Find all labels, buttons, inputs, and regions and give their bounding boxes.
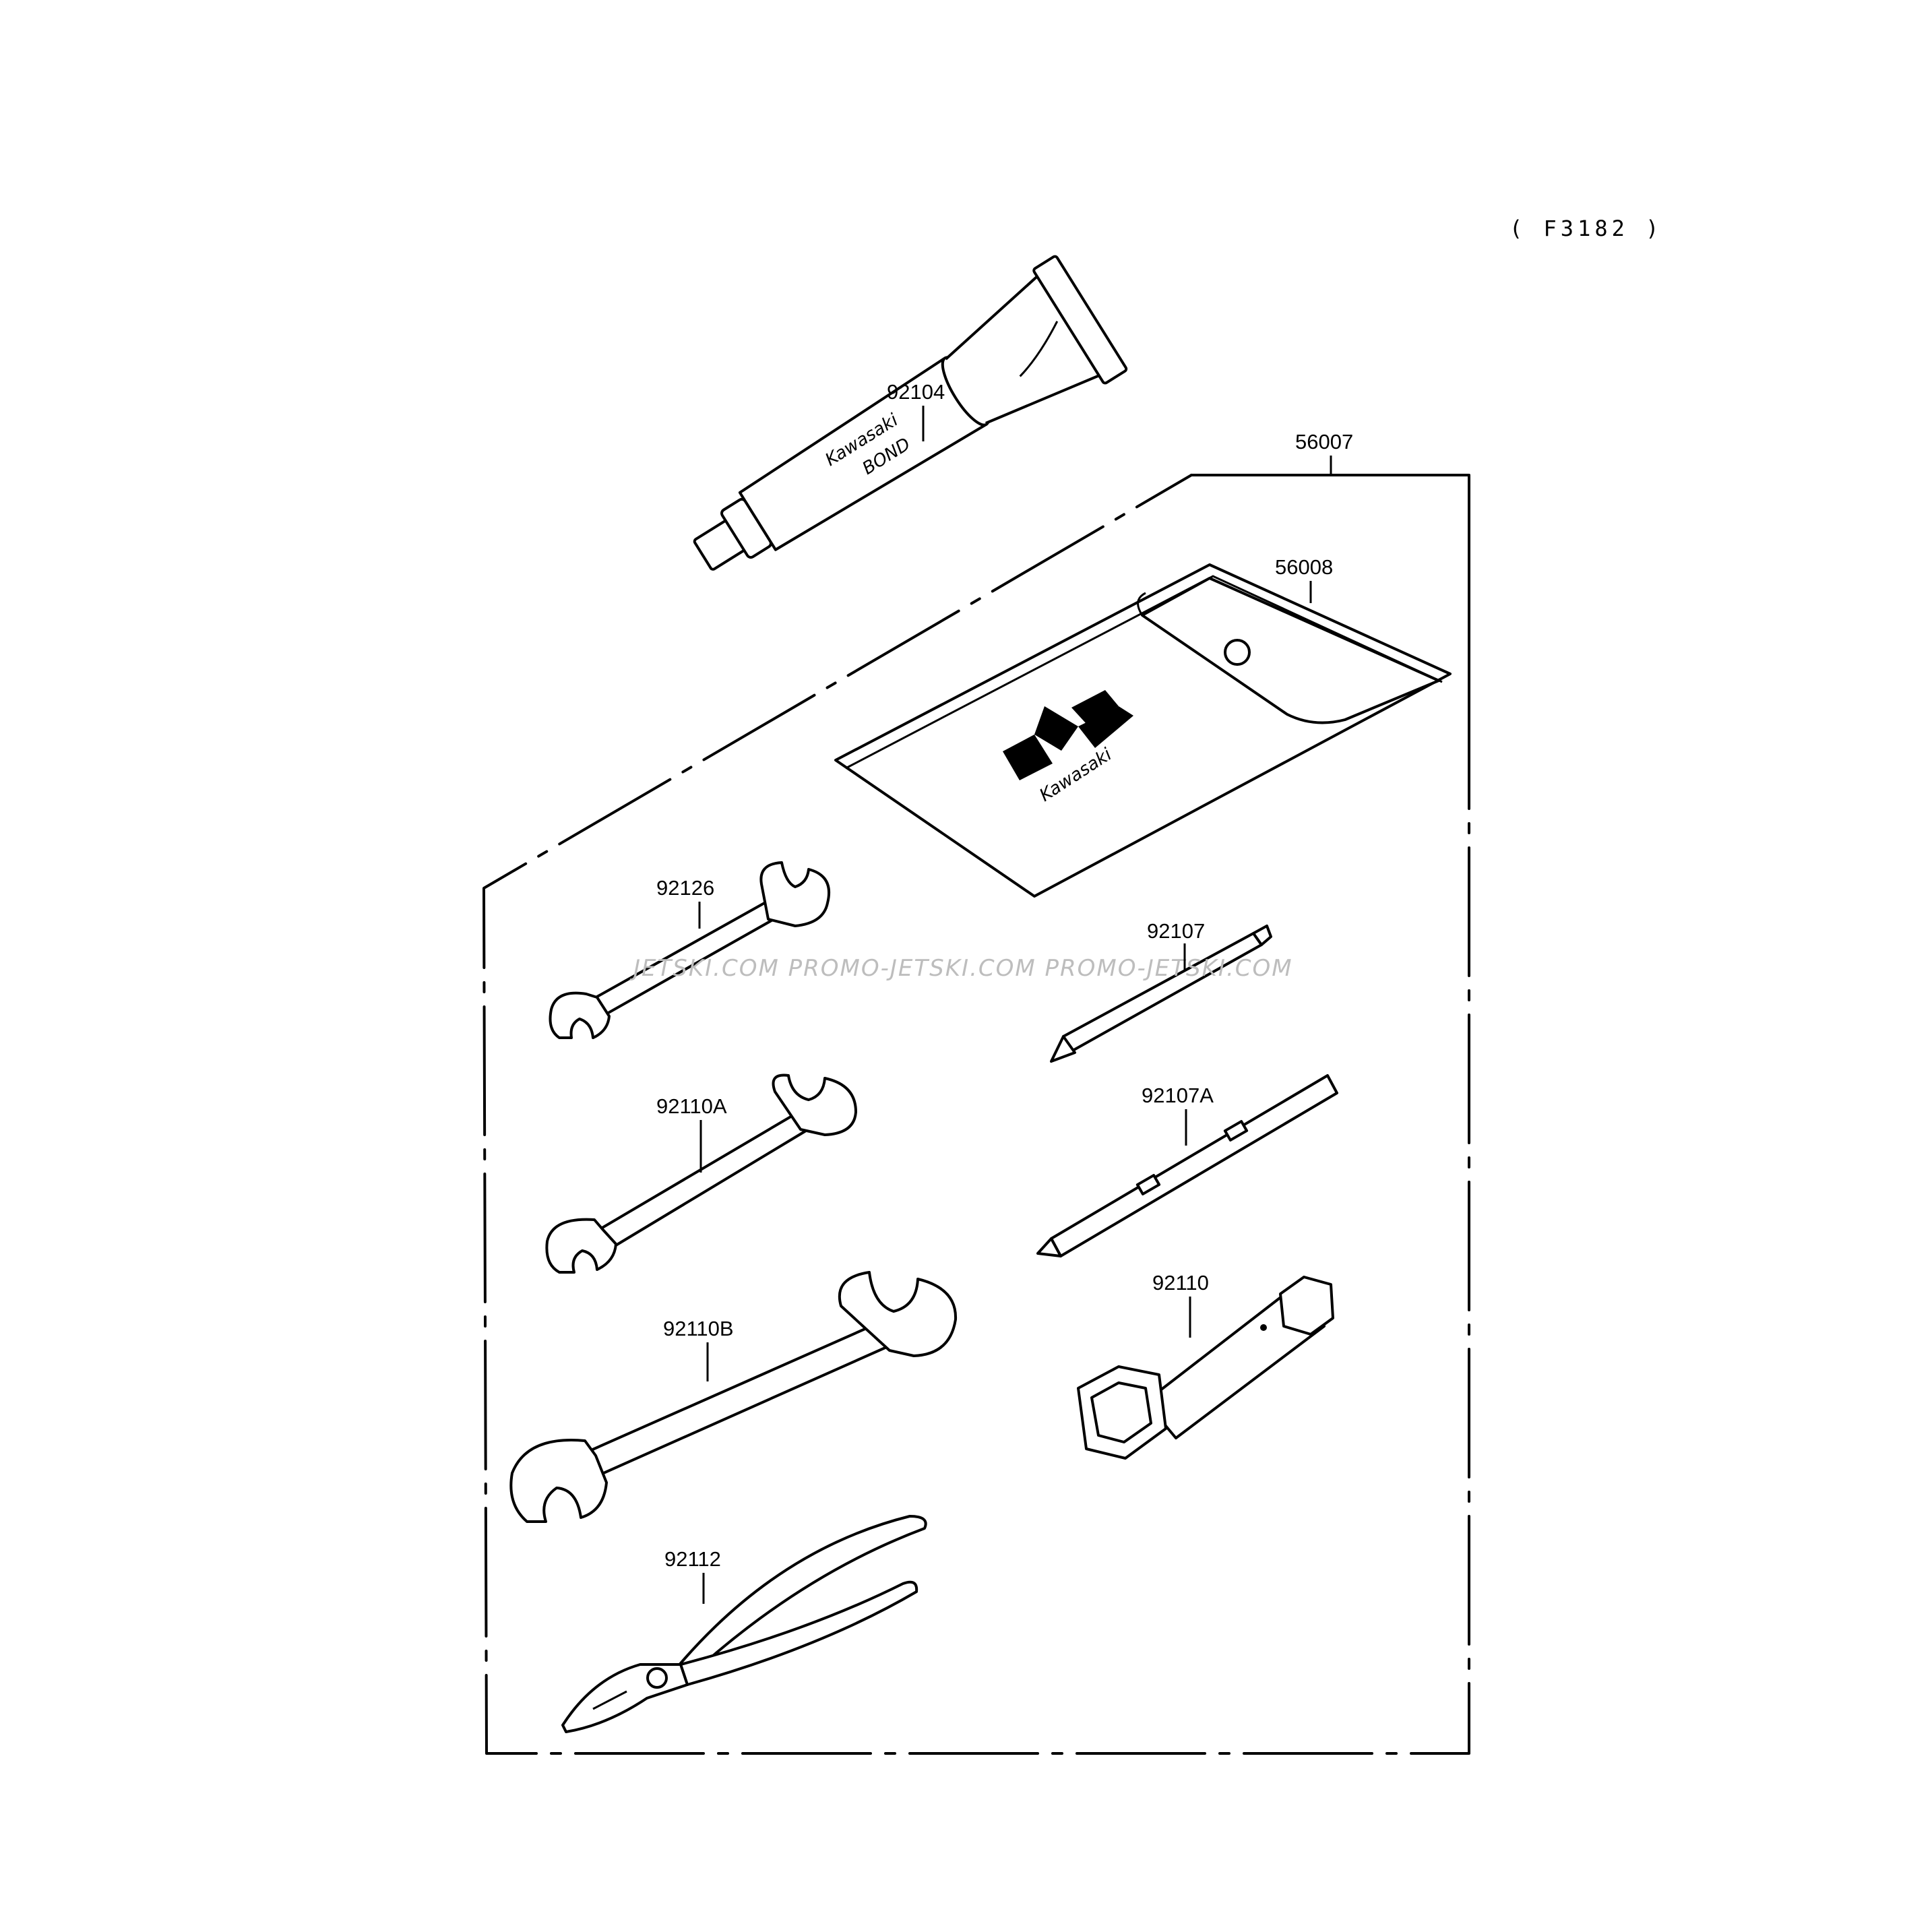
part-label-92110: 92110 bbox=[1152, 1271, 1209, 1338]
kawasaki-logo-icon bbox=[1003, 690, 1133, 780]
tool-kit-frame-icon bbox=[482, 474, 1470, 1755]
svg-text:92104: 92104 bbox=[887, 380, 945, 404]
svg-text:92110: 92110 bbox=[1152, 1271, 1209, 1295]
part-label-92107: 92107 bbox=[1147, 919, 1205, 970]
small-open-end-wrench-icon bbox=[549, 861, 831, 1039]
part-label-92110A: 92110A bbox=[656, 1094, 727, 1173]
screwdriver-handle-icon bbox=[1036, 1074, 1338, 1257]
part-label-92126: 92126 bbox=[656, 876, 714, 929]
svg-text:56008: 56008 bbox=[1275, 555, 1333, 579]
medium-open-end-wrench-icon bbox=[545, 1073, 857, 1274]
part-label-92110B: 92110B bbox=[663, 1317, 734, 1381]
spark-plug-socket-wrench-icon bbox=[1077, 1276, 1334, 1460]
reference-code: ( F3182 ) bbox=[1509, 216, 1662, 241]
svg-text:92126: 92126 bbox=[656, 876, 714, 900]
part-label-92107A: 92107A bbox=[1142, 1084, 1214, 1146]
pliers-icon bbox=[561, 1515, 927, 1733]
tool-pouch-icon: Kawasaki bbox=[834, 563, 1452, 898]
svg-text:92110A: 92110A bbox=[656, 1094, 727, 1118]
svg-text:92107A: 92107A bbox=[1142, 1084, 1214, 1107]
part-label-56008: 56008 bbox=[1275, 555, 1333, 603]
part-label-92104: 92104 bbox=[887, 380, 945, 441]
svg-text:92112: 92112 bbox=[664, 1547, 721, 1571]
part-label-56007: 56007 bbox=[1295, 430, 1353, 475]
svg-text:92107: 92107 bbox=[1147, 919, 1205, 943]
bond-tube-icon: Kawasaki BOND bbox=[693, 255, 1128, 571]
svg-text:92110B: 92110B bbox=[663, 1317, 734, 1340]
large-open-end-wrench-icon bbox=[509, 1271, 958, 1523]
watermark-text: JETSKI.COM PROMO-JETSKI.COM PROMO-JETSKI… bbox=[629, 955, 1293, 982]
screwdriver-bit-icon bbox=[1050, 925, 1272, 1063]
part-label-92112: 92112 bbox=[664, 1547, 721, 1604]
svg-text:56007: 56007 bbox=[1295, 430, 1353, 454]
